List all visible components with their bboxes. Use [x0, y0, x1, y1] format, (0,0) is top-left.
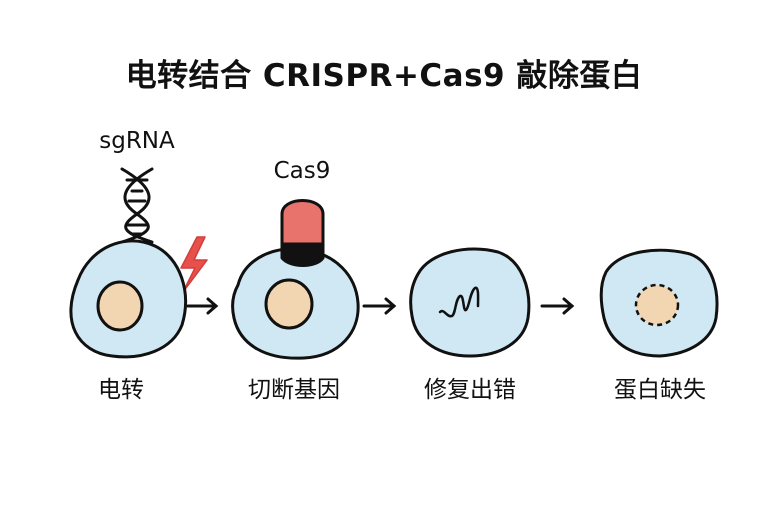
step-label-cut-gene: 切断基因 [248, 377, 340, 403]
cell-repair [409, 247, 531, 358]
sgrna-label: sgRNA [99, 128, 175, 154]
dna-helix-icon [120, 167, 154, 244]
cell-electroporation [69, 239, 187, 359]
cas9-protein-icon [280, 199, 325, 267]
right-arrow-icon [540, 297, 575, 315]
step-label-electroporation: 电转 [98, 377, 144, 403]
lightning-bolt-icon [180, 236, 208, 293]
right-arrow-icon [186, 297, 219, 315]
cell-protein-loss [599, 248, 719, 358]
step-label-repair-error: 修复出错 [424, 377, 516, 403]
broken-dna-icon [438, 286, 480, 318]
step-label-protein-loss: 蛋白缺失 [614, 377, 706, 403]
cas9-label: Cas9 [273, 158, 331, 184]
right-arrow-icon [362, 297, 397, 315]
page-title: 电转结合 CRISPR+Cas9 敲除蛋白 [125, 58, 643, 94]
